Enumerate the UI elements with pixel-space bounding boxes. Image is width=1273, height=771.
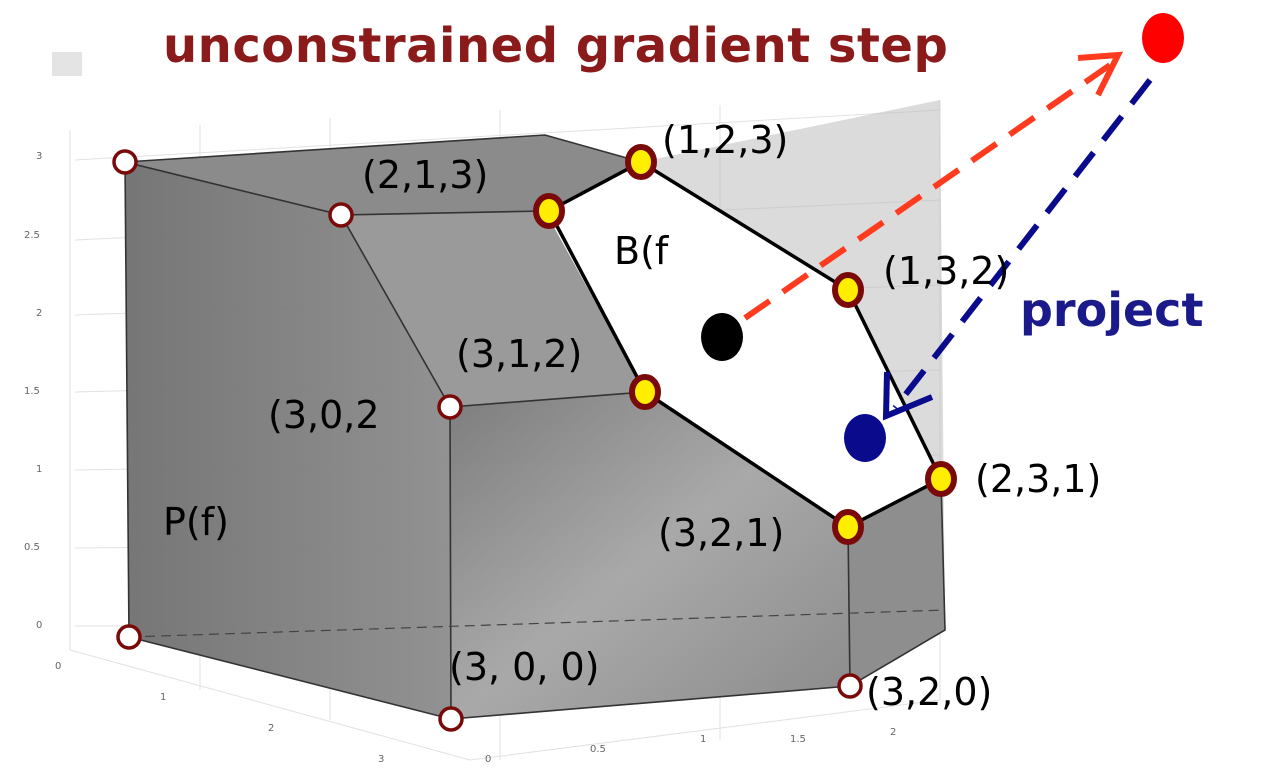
z-tick: 1 [36, 464, 43, 475]
vertex-marker [112, 149, 138, 175]
base-polytope-vertices [533, 144, 957, 545]
x-tick: 2 [268, 723, 275, 734]
vertex-marker [116, 624, 142, 650]
vertex-label-123: (1,2,3) [662, 118, 789, 162]
vertex-marker [438, 706, 464, 732]
cropped-top-strip [30, 0, 140, 6]
base-polytope-label: B(f [614, 229, 669, 273]
projection-arrow [882, 78, 1153, 421]
polytope-right-face [848, 479, 945, 686]
polytope-top-face [125, 135, 641, 215]
vertex-marker [837, 673, 863, 699]
vertex-marker [832, 272, 864, 308]
vertex-label-300: (3, 0, 0) [449, 645, 600, 689]
vertex-label-132: (1,3,2) [883, 249, 1010, 293]
z-tick: 2 [36, 308, 43, 319]
z-tick: 0 [36, 620, 43, 631]
vertex-label-231: (2,3,1) [975, 457, 1102, 501]
vertex-marker [629, 374, 661, 410]
vertex-marker [328, 202, 354, 228]
project-label: project [1020, 283, 1204, 337]
vertex-marker [437, 394, 463, 420]
left-edge-mark [52, 52, 82, 76]
diagram-title: unconstrained gradient step [163, 18, 949, 74]
y-tick: 0 [485, 754, 492, 765]
gradient-step-arrow [743, 51, 1124, 321]
y-tick: 1 [700, 734, 707, 745]
z-tick: 2.5 [24, 230, 40, 241]
vertex-marker [625, 144, 657, 180]
vertex-label-312: (3,1,2) [456, 332, 583, 376]
y-tick: 1.5 [790, 734, 806, 745]
z-tick: 1.5 [24, 386, 40, 397]
z-tick: 0.5 [24, 542, 40, 553]
polytope-slope-face [341, 211, 645, 407]
polytope-left-face [125, 162, 451, 719]
x-tick: 0 [55, 661, 62, 672]
vertex-label-302: (3,0,2 [268, 393, 380, 437]
vertex-marker [832, 509, 864, 545]
y-tick: 0.5 [590, 744, 606, 755]
z-tick: 3 [36, 151, 43, 162]
x-tick: 3 [378, 754, 385, 765]
vertex-marker [925, 461, 957, 497]
projected-point [844, 414, 886, 462]
vertex-label-321: (3,2,1) [658, 511, 785, 555]
start-point [701, 313, 743, 361]
y-tick: 2 [890, 727, 897, 738]
vertex-label-320: (3,2,0) [866, 670, 993, 714]
x-tick: 1 [160, 692, 167, 703]
polymatroid-label: P(f) [163, 500, 229, 544]
polymatroid-vertices [112, 149, 863, 732]
polytope-front-face [450, 392, 850, 719]
vertex-label-213: (2,1,3) [362, 153, 489, 197]
target-point [1142, 13, 1184, 63]
vertex-marker [533, 193, 565, 229]
